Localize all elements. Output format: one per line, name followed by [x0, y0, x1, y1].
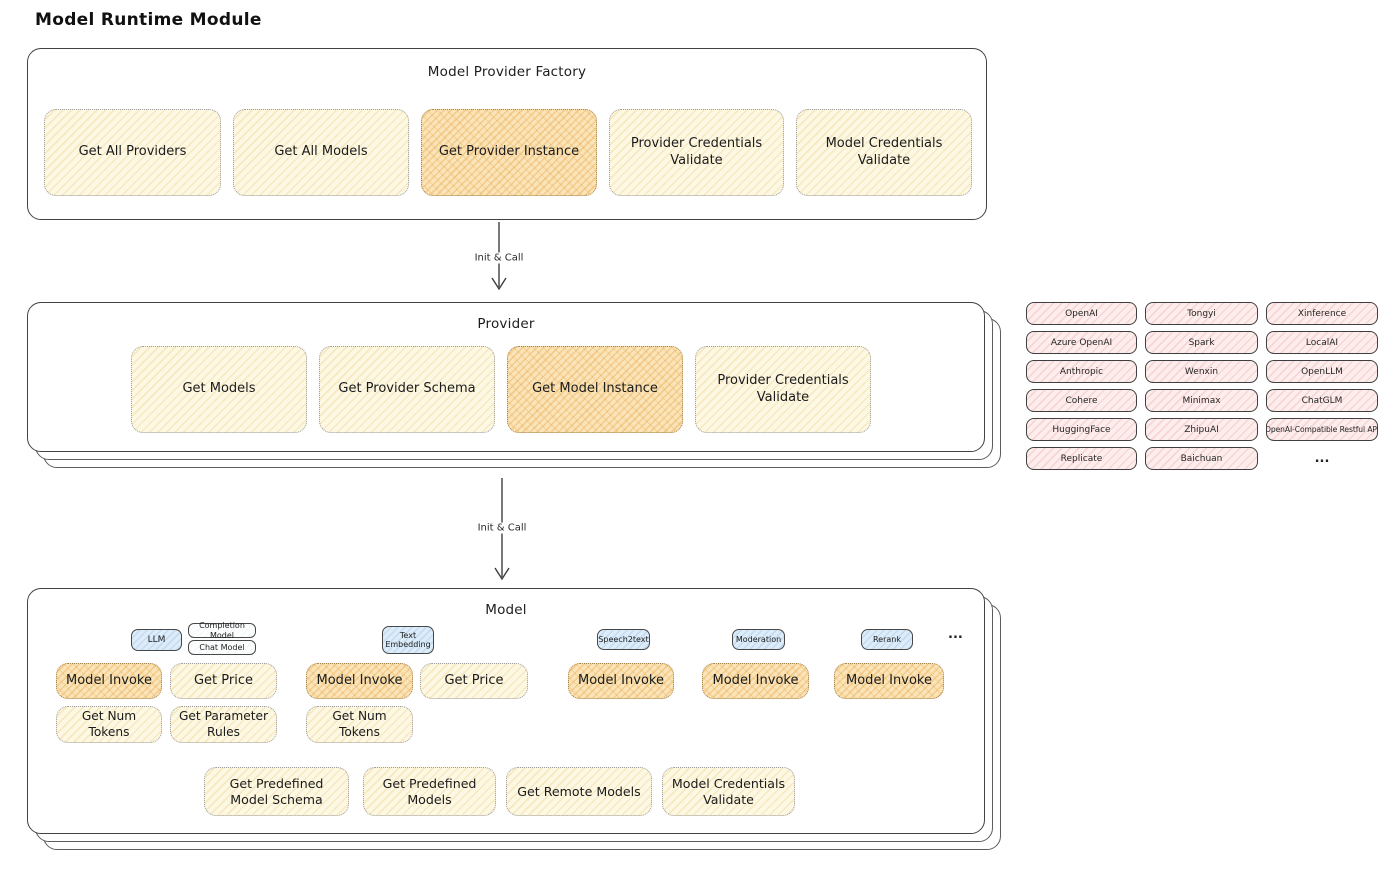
node-te-get-price[interactable]: Get Price	[420, 663, 528, 699]
node-get-all-models[interactable]: Get All Models	[233, 109, 409, 196]
provider-pill-minimax[interactable]: Minimax	[1145, 389, 1258, 412]
model-more-ellipsis: ...	[948, 627, 963, 642]
provider-pill-huggingface[interactable]: HuggingFace	[1026, 418, 1137, 441]
provider-pill-azure-openai[interactable]: Azure OpenAI	[1026, 331, 1137, 354]
provider-pill-openai-compatible[interactable]: OpenAI-Compatible Restful API	[1266, 418, 1378, 441]
provider-pill-spark[interactable]: Spark	[1145, 331, 1258, 354]
model-box[interactable]: Model LLM Completion Model Chat Model Te…	[27, 588, 985, 834]
node-get-predefined-model-schema[interactable]: Get Predefined Model Schema	[204, 767, 349, 816]
node-llm-model-invoke[interactable]: Model Invoke	[56, 663, 162, 699]
provider-pill-xinference[interactable]: Xinference	[1266, 302, 1378, 325]
provider-pill-cohere[interactable]: Cohere	[1026, 389, 1137, 412]
model-title: Model	[485, 602, 527, 618]
factory-box[interactable]: Model Provider Factory Get All Providers…	[27, 48, 987, 220]
provider-pill-tongyi[interactable]: Tongyi	[1145, 302, 1258, 325]
node-moderation-model-invoke[interactable]: Model Invoke	[702, 663, 809, 699]
node-get-all-providers[interactable]: Get All Providers	[44, 109, 221, 196]
node-model-credentials-validate-2[interactable]: Model Credentials Validate	[662, 767, 795, 816]
page-title: Model Runtime Module	[35, 10, 262, 30]
node-llm-get-parameter-rules[interactable]: Get Parameter Rules	[170, 706, 277, 743]
node-model-credentials-validate[interactable]: Model Credentials Validate	[796, 109, 972, 196]
provider-pill-anthropic[interactable]: Anthropic	[1026, 360, 1137, 383]
provider-pill-baichuan[interactable]: Baichuan	[1145, 447, 1258, 470]
badge-completion-model[interactable]: Completion Model	[188, 621, 256, 640]
arrow-label-init-call-1: Init & Call	[470, 252, 528, 264]
node-get-models[interactable]: Get Models	[131, 346, 307, 433]
provider-pill-chatglm[interactable]: ChatGLM	[1266, 389, 1378, 412]
node-get-provider-instance[interactable]: Get Provider Instance	[421, 109, 597, 196]
provider-pill-replicate[interactable]: Replicate	[1026, 447, 1137, 470]
arrow-label-init-call-2: Init & Call	[473, 522, 531, 534]
node-s2t-model-invoke[interactable]: Model Invoke	[568, 663, 674, 699]
badge-llm[interactable]: LLM	[131, 629, 182, 651]
node-get-remote-models[interactable]: Get Remote Models	[506, 767, 652, 816]
factory-title: Model Provider Factory	[427, 64, 587, 80]
provider-pill-zhipuai[interactable]: ZhipuAI	[1145, 418, 1258, 441]
provider-pill-openllm[interactable]: OpenLLM	[1266, 360, 1378, 383]
node-get-predefined-models[interactable]: Get Predefined Models	[363, 767, 496, 816]
badge-moderation[interactable]: Moderation	[732, 629, 785, 650]
badge-text-embedding[interactable]: Text Embedding	[382, 626, 434, 654]
node-llm-get-num-tokens[interactable]: Get Num Tokens	[56, 706, 162, 743]
node-get-model-instance[interactable]: Get Model Instance	[507, 346, 683, 433]
provider-pill-wenxin[interactable]: Wenxin	[1145, 360, 1258, 383]
node-te-get-num-tokens[interactable]: Get Num Tokens	[306, 706, 413, 743]
badge-speech2text[interactable]: Speech2text	[597, 629, 650, 650]
provider-box[interactable]: Provider Get Models Get Provider Schema …	[27, 302, 985, 452]
node-rerank-model-invoke[interactable]: Model Invoke	[834, 663, 944, 699]
badge-rerank[interactable]: Rerank	[861, 629, 913, 650]
provider-pill-openai[interactable]: OpenAI	[1026, 302, 1137, 325]
node-provider-credentials-validate[interactable]: Provider Credentials Validate	[609, 109, 784, 196]
provider-title: Provider	[477, 316, 535, 332]
providers-more-ellipsis: ...	[1314, 451, 1330, 466]
badge-chat-model[interactable]: Chat Model	[188, 640, 256, 655]
node-te-model-invoke[interactable]: Model Invoke	[306, 663, 413, 699]
node-llm-get-price[interactable]: Get Price	[170, 663, 277, 699]
provider-pill-localai[interactable]: LocalAI	[1266, 331, 1378, 354]
providers-grid: OpenAI Tongyi Xinference Azure OpenAI Sp…	[1026, 302, 1378, 470]
node-provider-credentials-validate-2[interactable]: Provider Credentials Validate	[695, 346, 871, 433]
node-get-provider-schema[interactable]: Get Provider Schema	[319, 346, 495, 433]
